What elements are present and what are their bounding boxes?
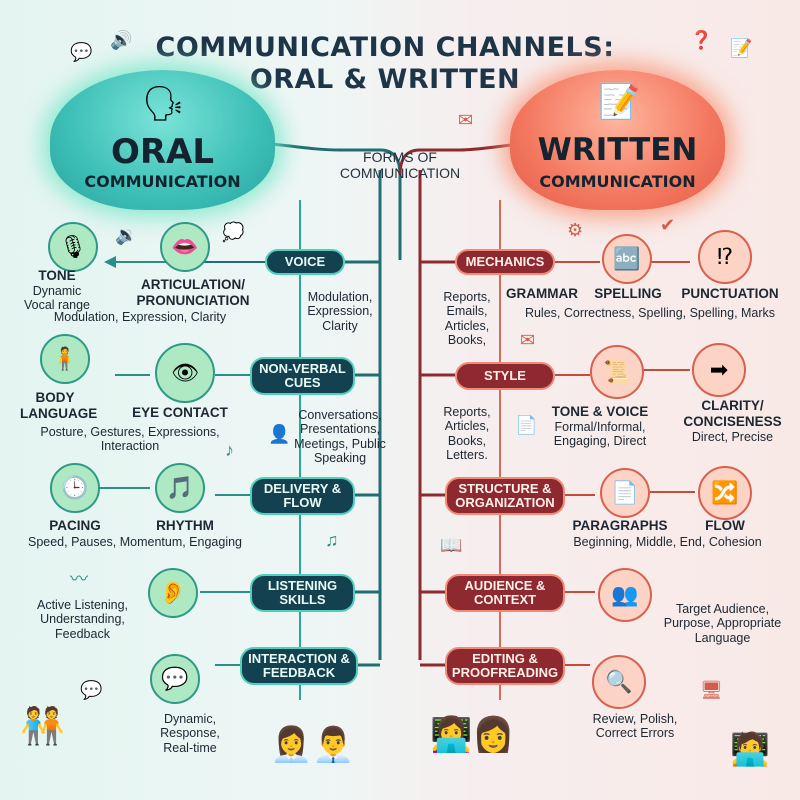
spelling-title: SPELLING — [594, 286, 662, 301]
structure-desc: Beginning, Middle, End, Cohesion — [573, 535, 762, 549]
branch-structure-organization: STRUCTURE & ORGANIZATION — [445, 477, 565, 515]
mechanics-desc: Rules, Correctness, Spelling, Spelling, … — [524, 306, 776, 320]
body-language-title: BODY LANGUAGE — [20, 390, 98, 421]
audience-desc: Target Audience, Purpose, Appropriate La… — [663, 602, 782, 645]
oral-dome: 🗣 ORAL COMMUNICATION — [50, 70, 275, 210]
branch-editing-proofreading: EDITING & PROOFREADING — [445, 647, 565, 685]
check-icon: ✔ — [660, 215, 676, 235]
flow-title: FLOW — [705, 518, 745, 533]
magnifier-icon: 🔍 — [592, 655, 646, 709]
monitor-icon: 🖥 — [700, 680, 723, 700]
nonverbal-desc: Posture, Gestures, Expressions, Interact… — [40, 425, 220, 454]
document-icon: 📄 — [515, 415, 538, 435]
ear-icon: 👂 — [148, 568, 198, 618]
sound-icon: 🔉 — [115, 225, 138, 245]
eye-icon: 👁 — [155, 343, 215, 403]
branch-mechanics: MECHANICS — [455, 249, 555, 275]
articulation-title: ARTICULATION/ PRONUNCIATION — [136, 277, 250, 308]
arrow-target-icon: ➡ — [692, 343, 746, 397]
envelope-icon: ✉ — [520, 330, 536, 350]
mechanics-note: Reports, Emails, Articles, Books, — [443, 290, 491, 348]
note-icon: ♪ — [225, 440, 234, 460]
voice-note: Modulation, Expression, Clarity — [307, 290, 373, 333]
dialogue-icon: 💬 — [80, 680, 103, 700]
flowchart-icon: 🔀 — [698, 466, 752, 520]
oral-heading: ORAL — [110, 132, 215, 172]
written-heading: WRITTEN — [537, 132, 698, 168]
mail-icon: ✉ — [458, 110, 474, 130]
grammar-title: GRAMMAR — [506, 286, 578, 301]
written-subheading: COMMUNICATION — [539, 172, 696, 191]
music-note-icon: 🎵 — [155, 463, 205, 513]
question-icon: ❓ — [690, 30, 713, 50]
people-talking-illustration: 🧑‍🤝‍🧑 — [20, 705, 65, 746]
mouth-icon: 👄 — [160, 222, 210, 272]
title-line-2: ORAL & WRITTEN — [249, 63, 521, 95]
branch-listening-skills: LISTENING SKILLS — [250, 574, 355, 612]
forms-of-communication-label: FORMS OF COMMUNICATION — [339, 149, 461, 181]
delivery-desc: Speed, Pauses, Momentum, Engaging — [27, 535, 243, 549]
paragraphs-icon: 📄 — [600, 468, 650, 518]
body-language-icon: 🧍 — [40, 334, 90, 384]
gear-icon: ⚙ — [567, 220, 584, 240]
people-laptop-illustration: 👩‍💻👩 — [430, 716, 515, 754]
chat-icon: 💭 — [222, 222, 245, 242]
eye-contact-title: EYE CONTACT — [132, 405, 228, 420]
wave-icon: 〰 — [70, 569, 88, 589]
microphone-icon: 🎙 — [48, 222, 98, 272]
branch-style: STYLE — [455, 362, 555, 390]
branch-interaction-feedback: INTERACTION & FEEDBACK — [240, 647, 358, 685]
branch-audience-context: AUDIENCE & CONTEXT — [445, 574, 565, 612]
paragraphs-title: PARAGRAPHS — [572, 518, 668, 533]
speaker-icon: 🔊 — [110, 30, 133, 50]
people-meeting-illustration: 👩‍💼👨‍💼 — [270, 726, 355, 764]
interaction-desc: Dynamic, Response, Real-time — [160, 712, 220, 755]
tone-desc: Dynamic Vocal range — [23, 283, 91, 312]
clarity-title: CLARITY/ CONCISENESS — [683, 398, 782, 429]
tone-voice-desc: Formal/Informal, Engaging, Direct — [553, 420, 647, 449]
punctuation-title: PUNCTUATION — [681, 286, 779, 301]
writer-illustration: 🧑‍💻 — [730, 731, 770, 767]
title-line-1: COMMUNICATION CHANNELS: — [155, 32, 615, 63]
rhythm-title: RHYTHM — [156, 518, 214, 533]
edit-doc-icon: 📝 — [730, 38, 753, 58]
editing-desc: Review, Polish, Correct Errors — [592, 712, 678, 741]
oral-subheading: COMMUNICATION — [84, 172, 241, 191]
branch-non-verbal-cues: NON-VERBAL CUES — [250, 357, 355, 395]
punctuation-icon: ⁉ — [698, 230, 752, 284]
articulation-label: ARTICULATION/ PRONUNCIATION — [128, 277, 258, 308]
clock-icon: 🕒 — [50, 463, 100, 513]
articulation-desc: Modulation, Expression, Clarity — [53, 310, 227, 324]
clarity-desc: Direct, Precise — [691, 430, 774, 444]
book-icon: 📖 — [440, 535, 463, 555]
tone-voice-title: TONE & VOICE — [551, 404, 649, 419]
nonverbal-note: Conversations, Presentations, Meetings, … — [294, 408, 386, 466]
sound-wave-icon: ♫ — [325, 530, 339, 550]
branch-delivery-flow: DELIVERY & FLOW — [250, 477, 355, 515]
pacing-title: PACING — [49, 518, 101, 533]
chat-bubbles-icon: 💬 — [150, 654, 200, 704]
speaking-head-icon: 🗣 — [142, 85, 186, 123]
main-title: COMMUNICATION CHANNELS: ORAL & WRITTEN — [150, 32, 620, 96]
audience-icon: 👥 — [598, 568, 652, 622]
speech-bubble-icon: 💬 — [70, 42, 93, 62]
branch-voice: VOICE — [265, 249, 345, 275]
tone-title: TONE — [38, 268, 76, 283]
written-dome: 📝 WRITTEN COMMUNICATION — [510, 70, 725, 210]
style-note: Reports, Articles, Books, Letters. — [443, 405, 491, 463]
scroll-quill-icon: 📜 — [590, 345, 644, 399]
abc-blocks-icon: 🔤 — [602, 234, 652, 284]
person-icon: 👤 — [268, 424, 291, 444]
listening-desc: Active Listening, Understanding, Feedbac… — [36, 598, 129, 641]
pen-document-icon: 📝 — [598, 83, 641, 121]
